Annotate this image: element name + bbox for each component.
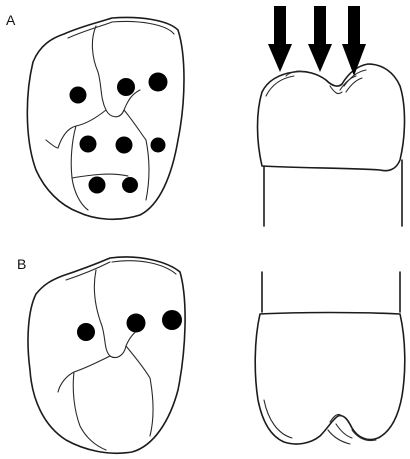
panel-a-side-view [258,6,405,226]
tooth-a-fissure-main [92,26,140,117]
tooth-b-inner-rim [66,261,176,280]
contact-dot [151,138,166,153]
tooth-a-cusp-tip-marks [286,71,362,92]
load-arrow-icon [268,6,292,72]
tooth-b-occlusal-outline [28,257,185,453]
contact-dot [89,177,106,194]
tooth-a-fissure-cross [58,110,149,210]
contact-dot [70,87,87,104]
tooth-b-crown-outline [255,313,405,445]
contact-dot [77,323,95,341]
panel-b-side-view [255,272,405,444]
contact-dot [149,73,168,92]
tooth-a-crown-outline [258,64,405,171]
contact-dot [117,78,135,96]
contact-dot [162,310,182,330]
panel-a-occlusal-view [27,18,184,220]
contact-dot [80,136,97,153]
tooth-b-cusp-tip-marks [328,424,352,444]
load-arrow-icon [308,6,332,72]
contact-dot [122,177,138,193]
tooth-b-crown-contour [264,400,376,441]
tooth-a-inner-rim [68,22,174,39]
tooth-a-occlusal-outline [27,18,184,220]
contact-dot [127,314,146,333]
contact-dot [116,137,133,154]
panel-b-occlusal-view [28,257,185,453]
tooth-b-fissure-cross [58,346,153,450]
